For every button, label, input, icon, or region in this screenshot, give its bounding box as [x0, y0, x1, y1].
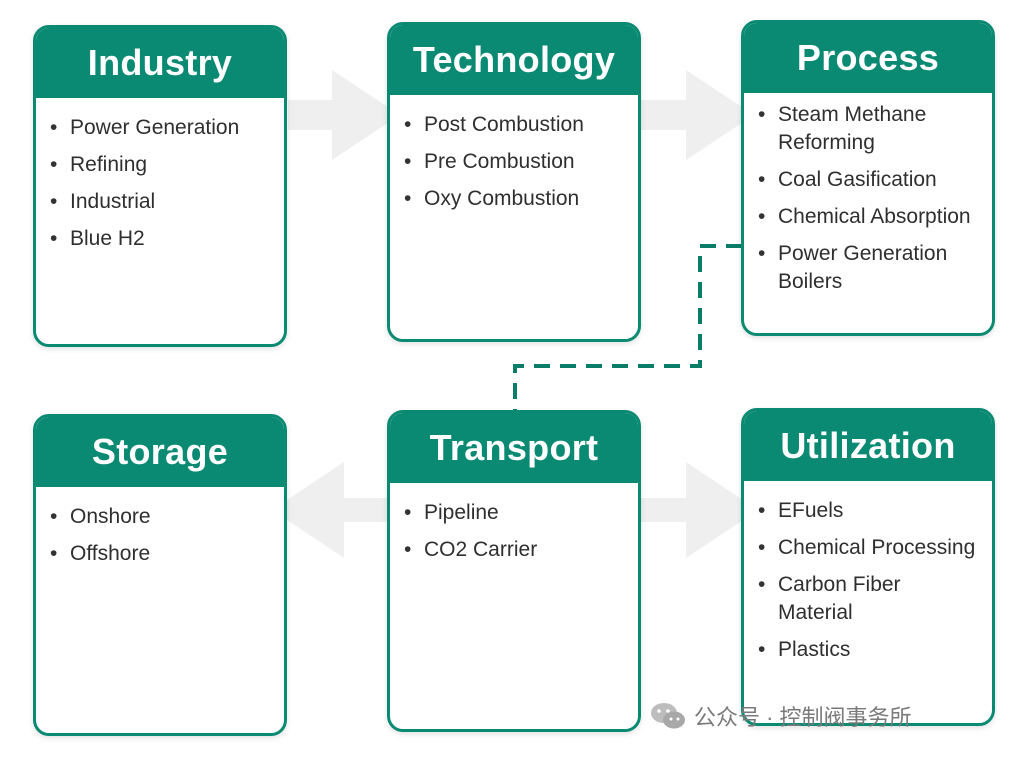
- dashed-connector-process-to-transport: [513, 244, 742, 410]
- list-item: Pre Combustion: [404, 148, 626, 176]
- list-item: Steam Methane Reforming: [758, 101, 980, 157]
- watermark: 公众号 · 控制阀事务所: [650, 700, 912, 732]
- list-item: Blue H2: [50, 225, 272, 253]
- list-item: Carbon Fiber Material: [758, 571, 980, 627]
- list-item: Post Combustion: [404, 111, 626, 139]
- arrow-industry-to-technology: [288, 70, 400, 160]
- arrow-transport-to-utilization: [640, 462, 758, 558]
- industry-title: Industry: [36, 28, 284, 98]
- watermark-text: 公众号 · 控制阀事务所: [694, 705, 912, 730]
- utilization-title: Utilization: [744, 411, 992, 481]
- list-item: Chemical Processing: [758, 534, 980, 562]
- industry-card: Industry Power Generation Refining Indus…: [33, 25, 287, 347]
- process-card: Process Steam Methane Reforming Coal Gas…: [741, 20, 995, 336]
- transport-title: Transport: [390, 413, 638, 483]
- arrow-technology-to-process: [640, 70, 754, 160]
- list-item: Pipeline: [404, 499, 626, 527]
- list-item: EFuels: [758, 497, 980, 525]
- list-item: Refining: [50, 151, 272, 179]
- list-item: Power Generation Boilers: [758, 240, 980, 296]
- list-item: Coal Gasification: [758, 166, 980, 194]
- industry-list: Power Generation Refining Industrial Blu…: [36, 98, 284, 253]
- storage-card: Storage Onshore Offshore: [33, 414, 287, 736]
- list-item: Onshore: [50, 503, 272, 531]
- list-item: Industrial: [50, 188, 272, 216]
- storage-list: Onshore Offshore: [36, 487, 284, 568]
- arrow-transport-to-storage: [272, 462, 390, 558]
- utilization-list: EFuels Chemical Processing Carbon Fiber …: [744, 481, 992, 664]
- technology-title: Technology: [390, 25, 638, 95]
- list-item: Plastics: [758, 636, 980, 664]
- transport-card: Transport Pipeline CO2 Carrier: [387, 410, 641, 732]
- transport-list: Pipeline CO2 Carrier: [390, 483, 638, 564]
- process-title: Process: [744, 23, 992, 93]
- list-item: Oxy Combustion: [404, 185, 626, 213]
- wechat-icon: [651, 703, 685, 729]
- technology-card: Technology Post Combustion Pre Combustio…: [387, 22, 641, 342]
- list-item: CO2 Carrier: [404, 536, 626, 564]
- storage-title: Storage: [36, 417, 284, 487]
- list-item: Power Generation: [50, 114, 272, 142]
- utilization-card: Utilization EFuels Chemical Processing C…: [741, 408, 995, 726]
- list-item: Chemical Absorption: [758, 203, 980, 231]
- technology-list: Post Combustion Pre Combustion Oxy Combu…: [390, 95, 638, 213]
- list-item: Offshore: [50, 540, 272, 568]
- process-list: Steam Methane Reforming Coal Gasificatio…: [744, 93, 992, 296]
